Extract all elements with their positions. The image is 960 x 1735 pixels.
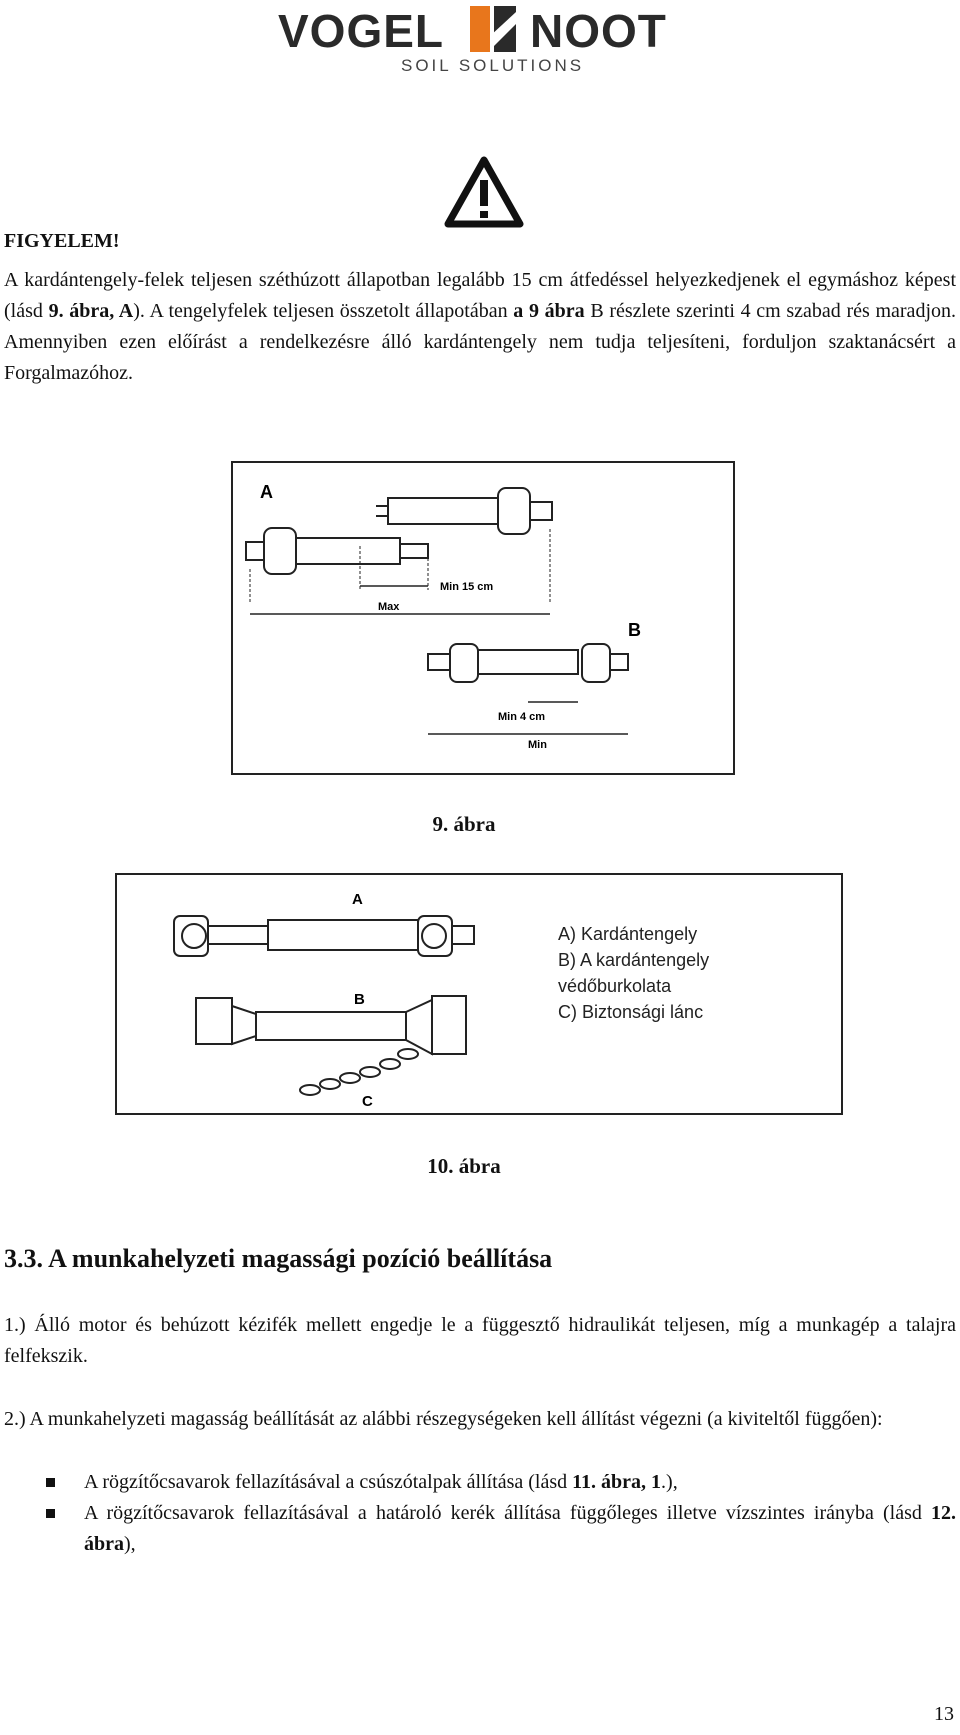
logo-text-right: NOOT: [530, 5, 667, 57]
fig9-label-b: B: [628, 620, 641, 640]
section-paragraph-1: 1.) Álló motor és behúzott kézifék melle…: [4, 1314, 956, 1367]
fig10-shaft-a: [173, 915, 475, 957]
logo-tagline: SOIL SOLUTIONS: [401, 56, 585, 75]
fig10-legend-a: A) Kardántengely: [558, 924, 697, 944]
bullet-square-icon: [46, 1478, 55, 1487]
fig10-label-c: C: [362, 1093, 373, 1110]
warning-title: FIGYELEM!: [4, 230, 120, 252]
warning-paragraph: A kardántengely-felek teljesen széthúzot…: [4, 269, 956, 384]
fig9-min4-label: Min 4 cm: [498, 711, 545, 723]
figure-10-frame: [115, 873, 843, 1115]
fig10-label-a: A: [352, 891, 363, 908]
figure-9-drawing: A Min 15 cm Max B Min 4 cm Min: [231, 461, 735, 775]
logo-mark-icon: [470, 6, 516, 52]
figure-10-caption: 10. ábra: [427, 1154, 501, 1178]
fig9-min15-label: Min 15 cm: [440, 581, 493, 593]
fig10-legend-b2: védőburkolata: [558, 976, 672, 996]
fig9-max-label: Max: [378, 601, 400, 613]
page-number: 13: [934, 1703, 954, 1725]
fig10-legend-c: C) Biztonsági lánc: [558, 1002, 703, 1022]
company-logo: VOGEL NOOT SOIL SOLUTIONS: [270, 4, 690, 76]
bullet-item-1: A rögzítőcsavarok fellazításával a csúsz…: [4, 1467, 956, 1498]
fig10-chain-c: [299, 1048, 419, 1096]
fig9-shaft-lower: [245, 527, 429, 575]
bullet-item-2: A rögzítőcsavarok fellazításával a határ…: [4, 1498, 956, 1560]
figure-10-drawing: A B C A) Kardántengely B) A kardántengel…: [115, 873, 843, 1115]
section-heading: 3.3. A munkahelyzeti magassági pozíció b…: [4, 1244, 553, 1273]
bullet-square-icon: [46, 1509, 55, 1518]
fig9-min-label: Min: [528, 739, 547, 751]
fig10-legend-b: B) A kardántengely: [558, 950, 709, 970]
bullet-list: A rögzítőcsavarok fellazításával a csúsz…: [4, 1467, 956, 1560]
fig9-shaft-upper: [376, 487, 553, 535]
fig10-guard-b: [195, 995, 467, 1056]
logo-text-left: VOGEL: [278, 5, 445, 57]
fig9-label-a: A: [260, 482, 273, 502]
section-paragraph-2: 2.) A munkahelyzeti magasság beállítását…: [4, 1408, 883, 1430]
warning-triangle-icon: [444, 156, 524, 228]
fig10-label-b: B: [354, 991, 365, 1008]
fig9-shaft-b: [427, 643, 629, 683]
figure-9-caption: 9. ábra: [432, 812, 496, 836]
